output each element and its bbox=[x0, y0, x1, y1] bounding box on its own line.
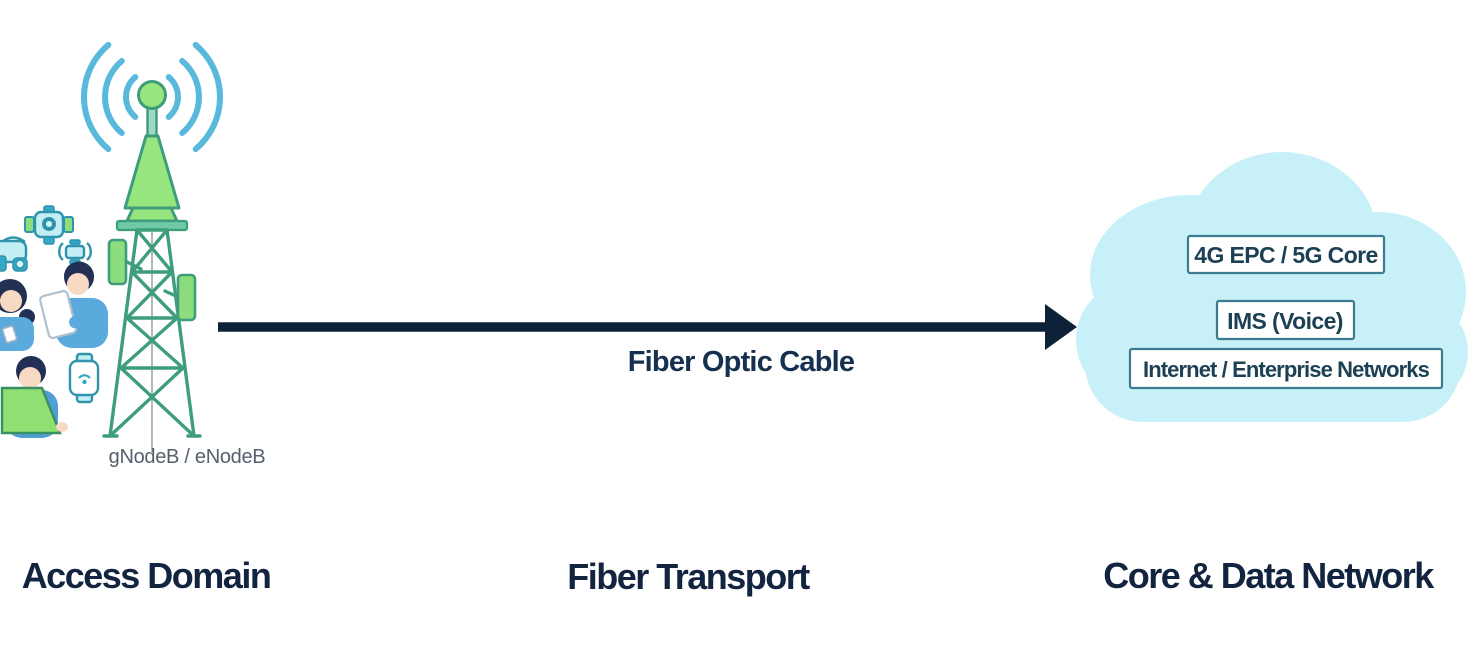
core-network-section: 4G EPC / 5G Core IMS (Voice) Internet / … bbox=[1076, 152, 1468, 596]
smartwatch-icon bbox=[68, 352, 100, 404]
tower-label: gNodeB / eNodeB bbox=[109, 446, 266, 468]
antenna-panel-arm-left bbox=[125, 260, 143, 271]
section-label-access-domain: Access Domain bbox=[22, 555, 271, 596]
core-box-label: Internet / Enterprise Networks bbox=[1143, 357, 1430, 382]
core-box-label: 4G EPC / 5G Core bbox=[1194, 242, 1377, 268]
antenna-ball bbox=[137, 80, 167, 110]
tower-lattice bbox=[102, 228, 202, 438]
person-with-laptop-icon bbox=[0, 356, 68, 438]
fiber-transport-section: Fiber Optic Cable Fiber Transport bbox=[218, 304, 1077, 597]
cell-tower-icon bbox=[102, 80, 202, 452]
core-box-ims-voice: IMS (Voice) bbox=[1215, 299, 1356, 341]
person-with-phone-icon bbox=[0, 279, 35, 351]
radio-waves-icon bbox=[81, 41, 223, 153]
person-with-tablet-icon bbox=[39, 261, 108, 348]
antenna-stem bbox=[146, 104, 158, 140]
core-box-4g-epc-5g-core: 4G EPC / 5G Core bbox=[1186, 234, 1386, 275]
access-domain-section: gNodeB / eNodeB Access Domain bbox=[0, 41, 272, 596]
wearable-device-icon bbox=[0, 236, 28, 272]
antenna-cone bbox=[123, 134, 181, 210]
tower-platform bbox=[125, 206, 179, 223]
connected-devices-group bbox=[0, 205, 108, 438]
section-label-fiber-transport: Fiber Transport bbox=[567, 556, 810, 597]
core-box-rect bbox=[1186, 234, 1386, 275]
core-box-rect bbox=[1215, 299, 1356, 341]
fiber-cable-label: Fiber Optic Cable bbox=[628, 346, 855, 378]
section-label-core-network: Core & Data Network bbox=[1103, 555, 1435, 596]
fiber-cable-arrowhead-icon bbox=[1045, 304, 1077, 350]
core-box-internet-enterprise: Internet / Enterprise Networks bbox=[1128, 347, 1444, 390]
core-box-label: IMS (Voice) bbox=[1227, 308, 1343, 334]
antenna-panel-right bbox=[176, 273, 197, 322]
antenna-panel-arm-right bbox=[163, 289, 180, 299]
core-box-rect bbox=[1128, 347, 1444, 390]
iot-camera-icon bbox=[24, 205, 74, 245]
antenna-panel-left bbox=[107, 238, 128, 286]
iot-sensor-icon bbox=[58, 239, 92, 265]
